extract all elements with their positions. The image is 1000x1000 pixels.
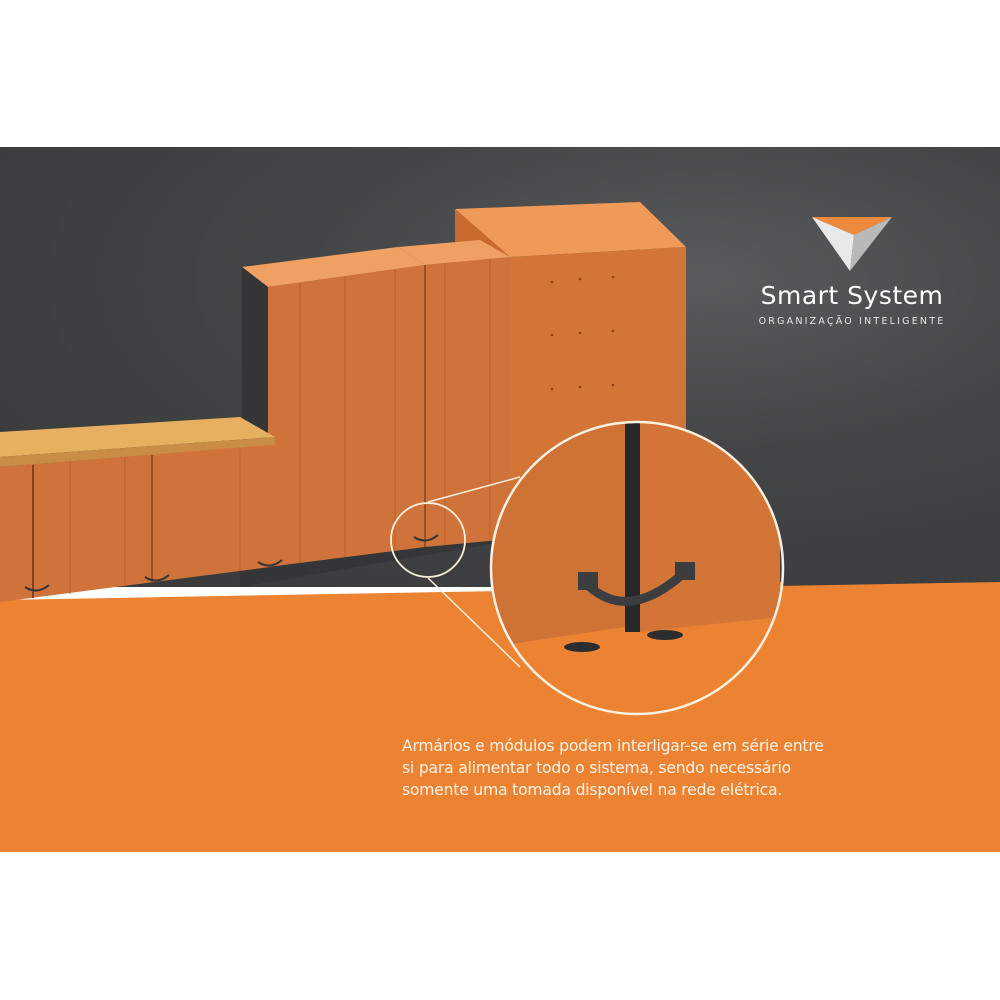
caption-text: Armários e módulos podem interligar-se e…: [402, 735, 902, 801]
base-cabinets: [0, 445, 270, 602]
cabinet-scene-illustration: [0, 202, 1000, 852]
caption-line-2: si para alimentar todo o sistema, sendo …: [402, 759, 791, 777]
upper-cabinet-front: [268, 265, 425, 567]
brand-logo: Smart System ORGANIZAÇÃO INTELIGENTE: [752, 215, 952, 327]
product-banner: Smart System ORGANIZAÇÃO INTELIGENTE Arm…: [0, 147, 1000, 852]
tall-cabinet-top: [455, 202, 686, 257]
large-magnifier-circle: [489, 420, 785, 716]
caption-line-3: somente uma tomada disponível na rede el…: [402, 781, 783, 799]
small-highlight-circle: [390, 502, 466, 578]
power-cable-icon: [585, 567, 690, 606]
wooden-countertop: [0, 417, 275, 457]
middle-cabinet-front: [425, 257, 510, 547]
brand-tagline: ORGANIZAÇÃO INTELIGENTE: [758, 316, 946, 327]
brand-name: Smart System: [760, 281, 944, 310]
orange-floor: [0, 582, 1000, 852]
caption-line-1: Armários e módulos podem interligar-se e…: [402, 737, 824, 755]
triangle-logo-icon: [812, 217, 892, 271]
